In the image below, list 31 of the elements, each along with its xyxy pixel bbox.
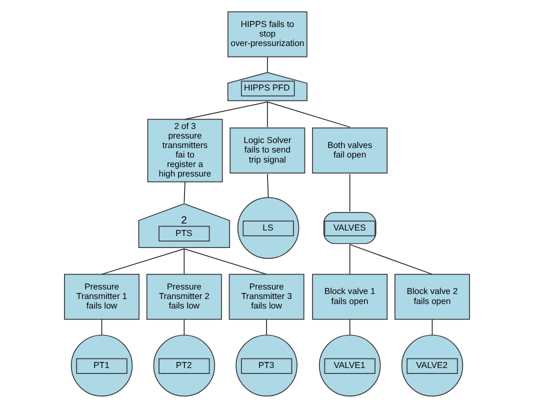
connector — [184, 102, 268, 120]
connector — [266, 102, 268, 128]
connector — [183, 181, 185, 204]
node-circle: VALVE2 — [400, 334, 463, 397]
node-box: Block valve 1 fails open — [312, 274, 388, 320]
node-circle: PT2 — [152, 334, 215, 397]
connector — [183, 248, 184, 275]
connector — [348, 244, 432, 275]
node-box: 2 of 3 pressure transmitters fai to register a high pressure — [146, 118, 222, 182]
node-box: Pressure Transmitter 2 fails low — [146, 274, 222, 320]
connector — [100, 248, 184, 275]
connector — [348, 174, 350, 212]
connector — [348, 318, 350, 336]
node-circle: VALVE1 — [318, 334, 380, 397]
connector — [266, 102, 350, 128]
node-box: HIPPS fails to stop over-pressurization — [227, 11, 307, 58]
connector — [100, 318, 102, 336]
node-circle: LS — [236, 197, 299, 259]
node-circle: PT3 — [235, 334, 297, 397]
node-box: Pressure Transmitter 3 fails low — [228, 274, 304, 320]
node-box: Both valves fail open — [312, 128, 388, 174]
connector — [183, 318, 184, 336]
connector — [266, 56, 268, 73]
node-box: Pressure Transmitter 1 fails low — [64, 274, 139, 320]
node-circle: PT1 — [70, 334, 132, 397]
connector — [183, 248, 266, 275]
connector — [266, 174, 268, 198]
node-box: Logic Solver fails to send trip signal — [229, 128, 305, 174]
connector — [348, 244, 350, 275]
node-box: Block valve 2 fails open — [394, 274, 470, 320]
connector — [431, 318, 432, 336]
